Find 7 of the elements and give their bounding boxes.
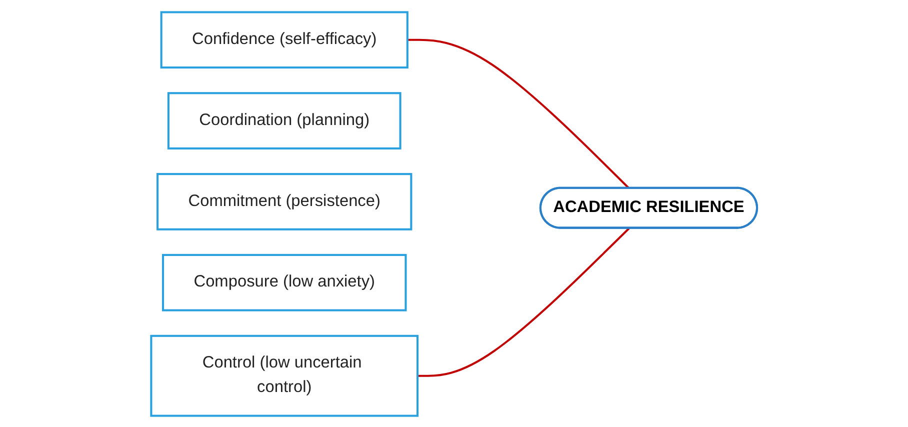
diagram: Confidence (self-efficacy) Coordination (planning) Commitment (persistence) Composure (low anxiety) Control (low uncertain control) ACADEMIC RESILIENCE xyxy=(142,4,766,424)
node-box xyxy=(167,92,402,149)
node-box xyxy=(162,253,407,311)
node-box xyxy=(160,10,408,68)
node-box xyxy=(156,172,412,230)
connector xyxy=(417,227,630,376)
node-box xyxy=(150,334,418,416)
